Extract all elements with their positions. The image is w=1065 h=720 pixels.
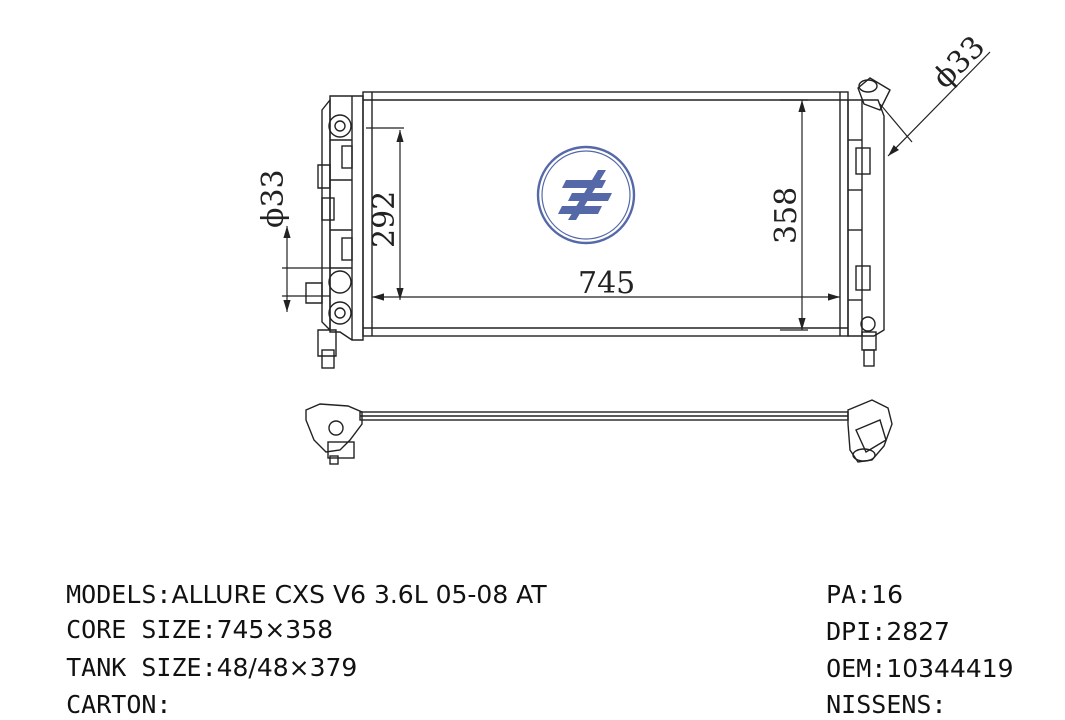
carton-label: CARTON: xyxy=(66,690,172,719)
nissens-line: NISSENS: xyxy=(796,660,947,720)
right-tank xyxy=(847,77,891,367)
core-size-value: 745×358 xyxy=(216,615,334,644)
company-logo xyxy=(536,145,636,245)
carton-line: CARTON: xyxy=(36,660,171,720)
left-tank xyxy=(305,95,364,369)
height-label: 358 xyxy=(769,187,804,244)
radiator-drawing: 745 358 292 ϕ33 ϕ33 xyxy=(256,29,992,465)
core-size-line: CORE SIZE:745×358 xyxy=(36,585,333,645)
right-pipe-diameter-label: ϕ33 xyxy=(926,29,992,95)
oem-line: OEM:10344419 xyxy=(796,624,1014,684)
oem-label: OEM: xyxy=(826,654,887,683)
nissens-label: NISSENS: xyxy=(826,690,947,719)
radiator-top-view xyxy=(305,399,893,465)
dpi-label: DPI: xyxy=(826,617,887,646)
models-line: MODELS:ALLURE CXS V6 3.6L 05-08 AT xyxy=(36,550,547,610)
pa-value: 16 xyxy=(871,580,904,609)
dpi-line: DPI:2827 xyxy=(796,587,950,647)
tank-size-line: TANK SIZE:48/48×379 xyxy=(36,623,357,683)
pa-line: PA:16 xyxy=(796,550,903,610)
width-label: 745 xyxy=(578,266,635,301)
dpi-value: 2827 xyxy=(886,617,950,646)
pa-label: PA: xyxy=(826,580,872,609)
radiator-front-view xyxy=(305,77,891,369)
core-size-label: CORE SIZE: xyxy=(66,615,217,644)
models-label: MODELS: xyxy=(66,580,172,609)
left-pipe-diameter-label: ϕ33 xyxy=(256,169,291,228)
core-height-label: 292 xyxy=(367,191,402,248)
tank-size-value: 48/48×379 xyxy=(216,653,358,682)
right-pipe-dimension-line xyxy=(887,51,991,157)
tank-size-label: TANK SIZE: xyxy=(66,653,217,682)
models-value: ALLURE CXS V6 3.6L 05-08 AT xyxy=(171,580,547,609)
oem-value: 10344419 xyxy=(886,654,1014,683)
